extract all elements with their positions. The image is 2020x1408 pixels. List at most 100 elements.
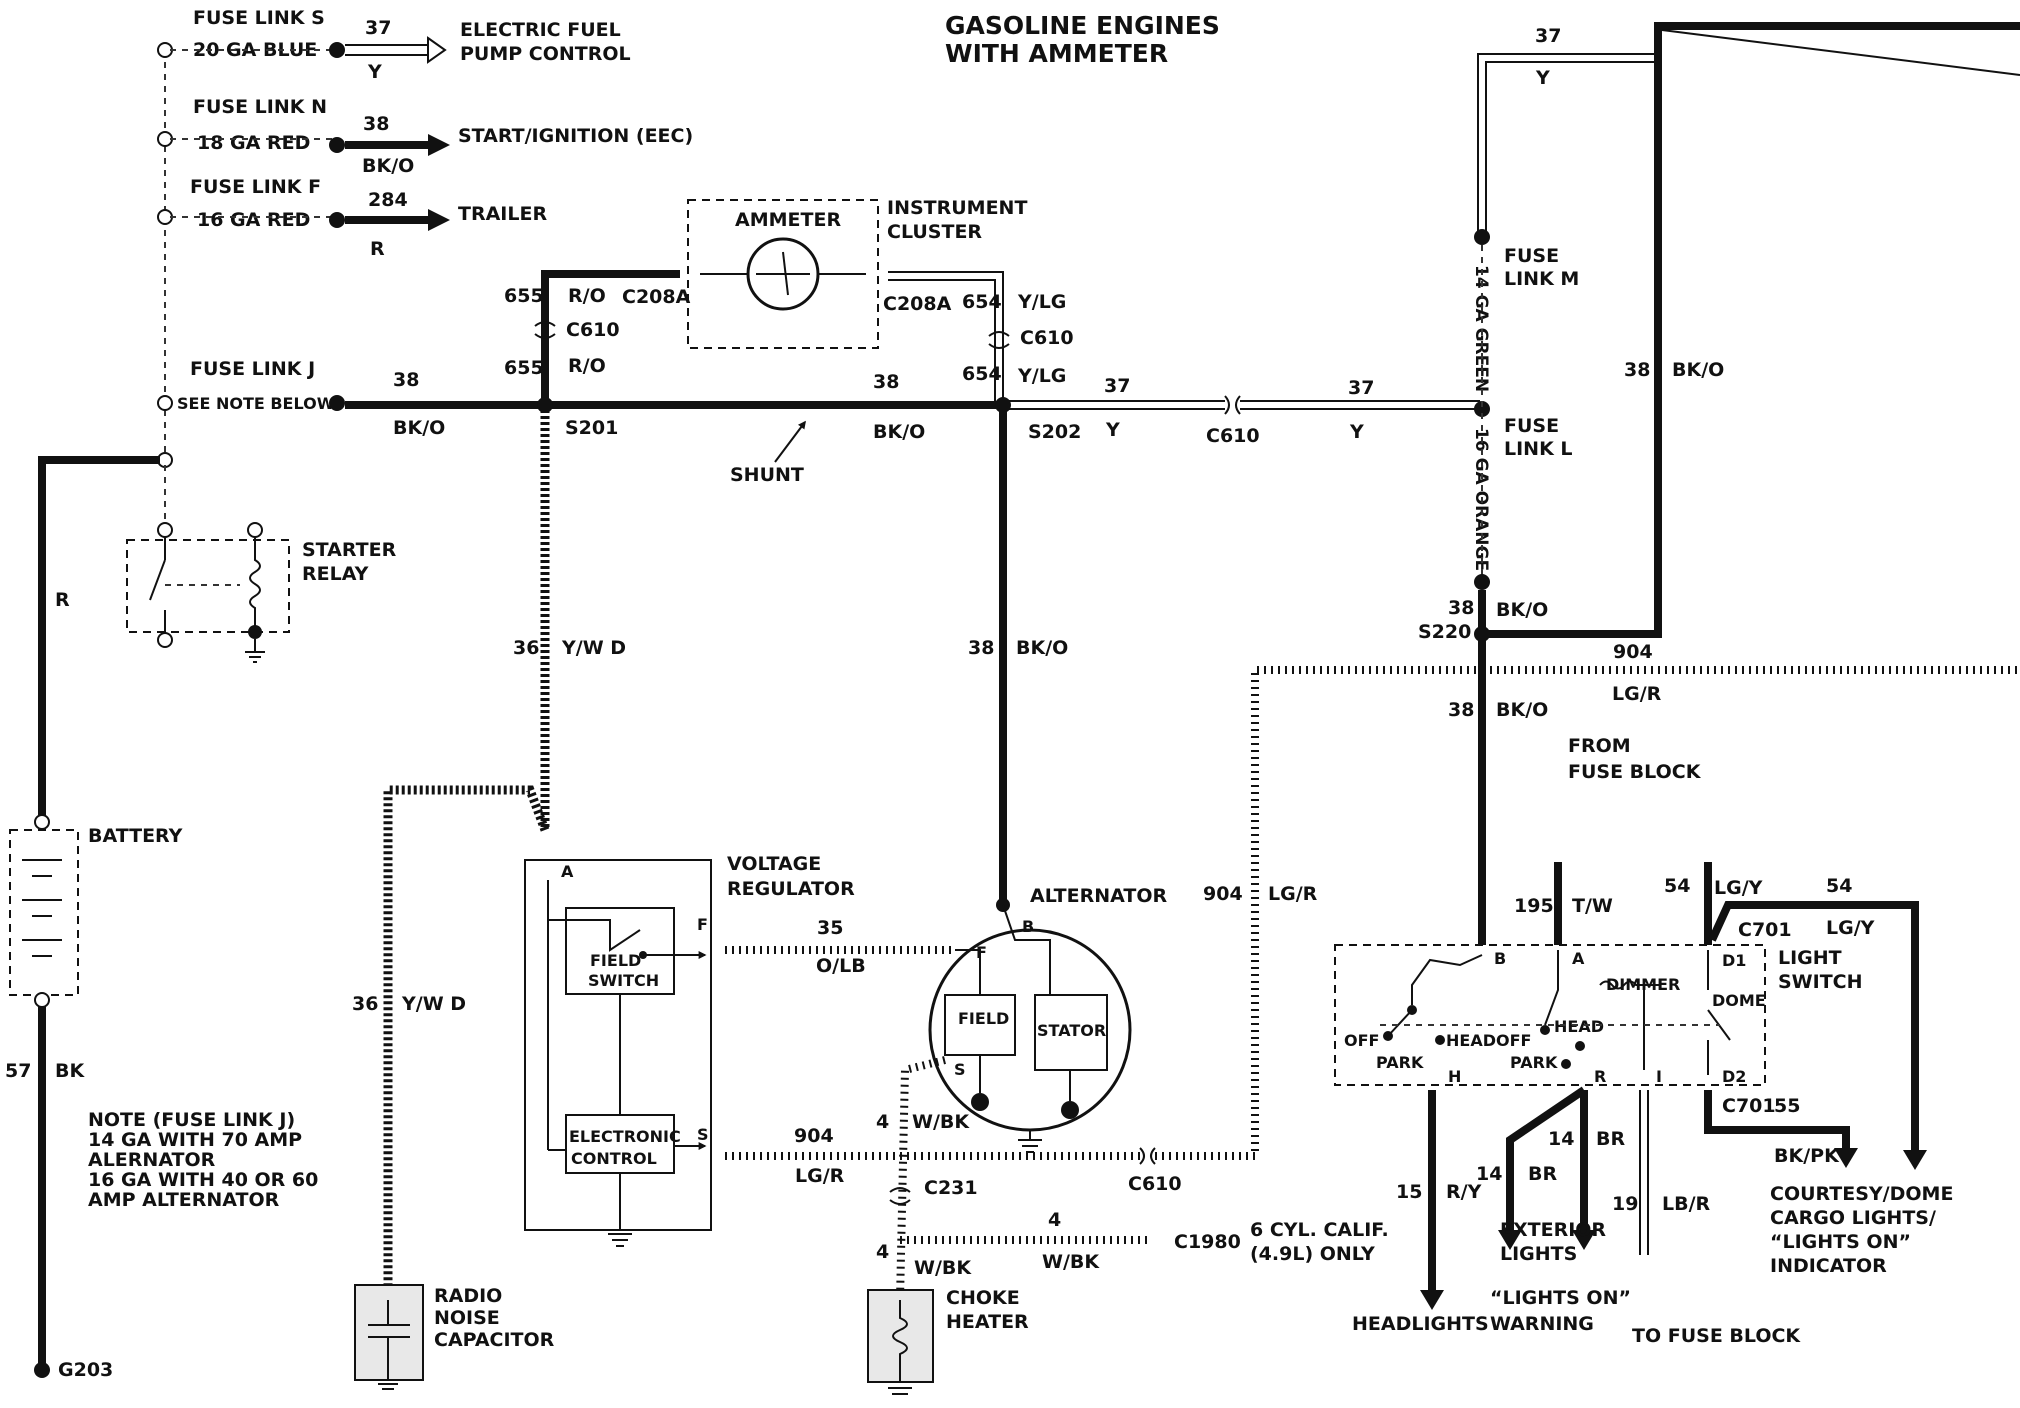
wire-35-num: 35 [817,917,843,939]
wire-655: 655 R/O C610 655 R/O [504,270,680,405]
voltage-regulator: A F S FIELD SWITCH ELECTRONIC CONTROL VO… [524,853,855,1247]
wire-15-color: R/Y [1446,1181,1482,1203]
wire-r-battery [38,456,160,820]
note-line-4: 16 GA WITH 40 OR 60 [88,1169,318,1191]
trailer-dest: TRAILER [458,203,547,225]
ls-off-1: OFF [1344,1031,1379,1050]
relay-bottom-left [157,632,173,648]
fuse-n-circuit: 38 [363,113,389,135]
to-fuse-block-label: TO FUSE BLOCK [1632,1325,1801,1347]
starter-relay-wire [149,559,166,601]
ls-contact-point [1575,1041,1585,1051]
wire-36-b-num: 36 [352,993,378,1015]
g203-label: G203 [58,1359,113,1381]
wire-35-color: O/LB [816,955,866,977]
ls-off-2: OFF [1496,1031,1531,1050]
starter-relay: STARTER RELAY [126,465,397,663]
c610-2: C610 [1020,327,1074,349]
wire-655-b-color: R/O [568,355,606,377]
wire-36-a-num: 36 [513,637,539,659]
ls-terminal-i: I [1656,1067,1662,1086]
instrument-cluster-label-2: CLUSTER [887,221,982,243]
wire-55-num: 55 [1774,1095,1800,1117]
wire-38-right-num: 38 [1624,359,1650,381]
wire-38-right-color: BK/O [1672,359,1724,381]
fuse-j-terminal [157,395,173,411]
s201-node [537,397,553,413]
fuse-link-f-name: FUSE LINK F [190,176,321,198]
fuse-s-circuit: 37 [365,17,391,39]
light-switch-label-2: SWITCH [1778,971,1863,993]
wire-37-b-color: Y [1349,421,1364,443]
electronic-control-label-2: CONTROL [571,1149,657,1168]
fuse-link-l-label-1: FUSE [1504,415,1559,437]
wire-36-b-color: Y/W D [401,993,466,1015]
bus-junction [157,452,173,468]
wire-37-b-num: 37 [1348,377,1374,399]
wire-654-a-color: Y/LG [1017,291,1066,313]
wire-14-a-num: 14 [1476,1163,1502,1185]
fuse-link-s-name: FUSE LINK S [193,7,325,29]
wire-36-a-color: Y/W D [561,637,626,659]
instrument-cluster-label-1: INSTRUMENT [887,197,1027,219]
wire-38-alt-num: 38 [968,637,994,659]
c231: C231 [924,1177,978,1199]
capacitor-label-2: NOISE [434,1307,500,1329]
fuel-pump-dest-2: PUMP CONTROL [460,43,631,65]
wire-55-courtesy [1704,1090,1850,1148]
wire-37-y-path [1005,400,1480,410]
wire-37-a-num: 37 [1104,375,1130,397]
splices: S201 S202 SHUNT [537,397,1081,486]
wire-38-right-outline [1661,29,2020,76]
ammeter-label: AMMETER [735,209,841,231]
fuse-link-j: FUSE LINK J SEE NOTE BELOW 38 BK/O 38 BK… [177,358,1005,443]
fuse-link-l-label-2: LINK L [1504,438,1573,460]
instrument-cluster: AMMETER INSTRUMENT CLUSTER C208A C208A [622,197,1027,349]
c610-4: C610 [1128,1173,1182,1195]
lights-on-warning-2: WARNING [1490,1313,1594,1335]
courtesy-dome-arrow [1834,1148,1858,1168]
wire-904-v-color: LG/R [1268,883,1318,905]
wire-195-color: T/W [1572,895,1613,917]
wire-904: 904 LG/R C610 904 LG/R 904 LG/R [725,641,2020,1195]
choke-heater-coil [892,1300,908,1382]
starter-relay-label-1: STARTER [302,539,397,561]
right-feed: 37 Y FUSE LINK M 14 GA GREEN FUSE LINK L… [1418,22,2020,945]
battery-circuit: R 57 BK G203 [5,456,160,1381]
g203-node [34,1362,50,1378]
wire-37-fuel-pump [345,44,430,56]
ls-head-2: HEAD [1554,1017,1604,1036]
relay-coil [249,537,261,626]
courtesy-line-1: COURTESY/DOME [1770,1183,1953,1205]
wire-904-top-color: LG/R [1612,683,1662,705]
alt-f-internal [955,949,981,995]
fuse-link-l-node [1474,401,1490,417]
title-line-1: GASOLINE ENGINES [945,11,1220,40]
exterior-lights-1: EXTERIOR [1500,1219,1606,1241]
wire-54-b-num: 54 [1826,875,1852,897]
wire-14-a-color: BR [1528,1163,1557,1185]
wire-655-path [541,270,680,405]
six-cyl-note-2: (4.9L) ONLY [1250,1243,1375,1265]
field-label: FIELD [958,1009,1009,1028]
wire-38-s220-color: BK/O [1496,599,1548,621]
choke-heater: CHOKE HEATER [867,1287,1029,1395]
ls-terminal-d2: D2 [1722,1067,1746,1086]
fuse-s-terminal [157,42,173,58]
fuse-link-f-node [329,212,345,228]
exterior-lights-2: LIGHTS [1500,1243,1577,1265]
wire-14-b-num: 14 [1548,1128,1574,1150]
wire-38-a-num: 38 [393,369,419,391]
wire-38-down-color: BK/O [1496,699,1548,721]
wire-195-num: 195 [1514,895,1554,917]
choke-heater-label-1: CHOKE [946,1287,1020,1309]
c610-1: C610 [566,319,620,341]
fuse-n-terminal [157,131,173,147]
start-arrow [428,134,450,156]
fuse-link-f: FUSE LINK F 16 GA RED 284 R TRAILER [170,176,547,260]
fuse-s-color: Y [367,61,382,83]
battery-label: BATTERY [88,825,183,847]
fuel-pump-arrow [427,36,447,64]
fuse-link-m-label-2: LINK M [1504,268,1579,290]
